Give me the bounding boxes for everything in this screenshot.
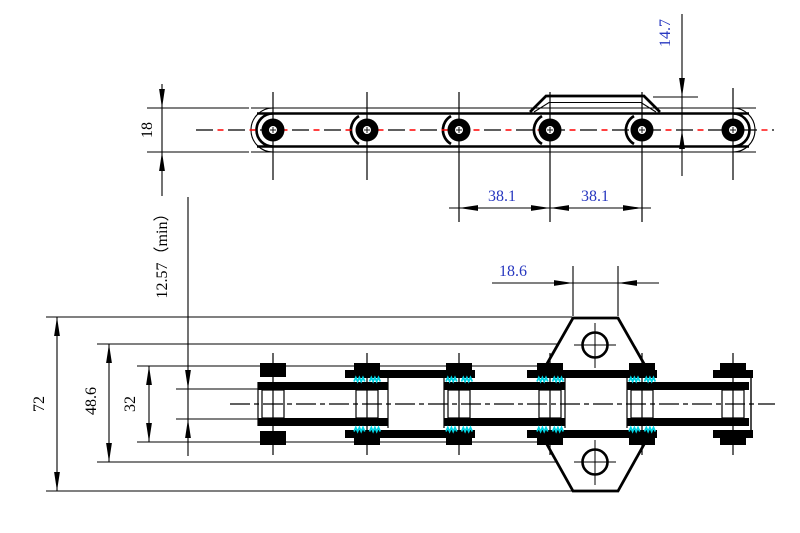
bushing-outline [447, 389, 471, 419]
dimension-arrow [106, 443, 112, 462]
hatch-squiggle [536, 375, 549, 384]
roller [447, 118, 471, 142]
dimension-labels: 18 14.7 38.1 38.1 72 48.6 32 12.57（min） … [31, 19, 674, 415]
dimension-arrow [531, 205, 550, 211]
roller-hatch [445, 375, 474, 434]
roller [538, 118, 562, 142]
bushing-outline [630, 389, 654, 419]
inner-plate-bottom [258, 418, 388, 426]
side-view [196, 88, 774, 222]
pin-head-bottom [354, 431, 380, 445]
roller [355, 118, 379, 142]
pin [629, 353, 655, 455]
hatch-squiggle [445, 375, 458, 384]
hatch-squiggle [353, 425, 366, 434]
pin [537, 353, 563, 455]
roller-hatch [353, 375, 382, 434]
pin-head-top [260, 363, 286, 377]
dim-plate-height-label: 18 [139, 122, 156, 138]
pin-head-top [354, 363, 380, 377]
pin [720, 353, 746, 455]
dim-attachment-top-width-label: 18.6 [499, 263, 527, 280]
hatch-squiggle [368, 375, 382, 384]
dim-pitch-left-label: 38.1 [488, 188, 516, 205]
dimension-arrow [54, 317, 60, 336]
drawing-geometry [46, 14, 775, 493]
bushing-outline [721, 389, 745, 419]
pin [446, 353, 472, 455]
roller-hatch [628, 375, 657, 434]
hatch-squiggle [628, 375, 641, 384]
pin-head-bottom [720, 431, 746, 445]
dimension-arrow [159, 152, 165, 171]
dimension-arrow [146, 423, 152, 442]
dimension-arrow [146, 366, 152, 385]
hatch-squiggle [368, 425, 382, 434]
outer-plate-bottom [527, 430, 657, 438]
pin-head-top [537, 363, 563, 377]
pin-head-bottom [260, 431, 286, 445]
dimension-arrow [554, 280, 573, 286]
hatch-squiggle [551, 375, 565, 384]
dimension-arrow [185, 370, 191, 389]
roller [630, 118, 654, 142]
dimension-arrow [459, 205, 478, 211]
side-view-dimensions [147, 14, 698, 211]
dim-inner-width-min-label: 12.57（min） [153, 206, 171, 299]
dimension-arrow [106, 344, 112, 363]
dimension-arrow [550, 205, 569, 211]
hatch-squiggle [643, 425, 657, 434]
pin-head-top [629, 363, 655, 377]
hatch-squiggle [353, 375, 366, 384]
dimension-arrow [679, 78, 685, 97]
dimension-arrow [54, 472, 60, 491]
inner-plate-bottom [444, 418, 565, 426]
pin-head-top [446, 363, 472, 377]
inner-plate-top [258, 382, 388, 390]
bushing-outline [538, 389, 562, 419]
pin [260, 353, 286, 455]
inner-plate-top [627, 382, 749, 390]
dim-pitch-right-label: 38.1 [581, 188, 609, 205]
dim-attachment-span-label: 72 [31, 396, 48, 412]
attachment-tab-inner-line [533, 101, 657, 113]
roller [721, 118, 745, 142]
hatch-squiggle [460, 375, 474, 384]
hatch-squiggle [536, 425, 549, 434]
bushing-outline [261, 389, 285, 419]
hatch-squiggle [643, 375, 657, 384]
link-plate-arc [532, 114, 543, 146]
pin-head-bottom [537, 431, 563, 445]
outer-plate-top [527, 370, 657, 378]
roller-hatch [536, 375, 565, 434]
inner-plate-top [444, 382, 565, 390]
hatch-squiggle [628, 425, 641, 434]
outer-plate-top [345, 370, 475, 378]
plan-view [46, 197, 775, 493]
dimension-arrow [185, 419, 191, 438]
pin-head-bottom [446, 431, 472, 445]
pin-head-bottom [629, 431, 655, 445]
dimension-arrow [618, 280, 637, 286]
dimension-arrow [679, 130, 685, 149]
hatch-squiggle [445, 425, 458, 434]
attachment-wing-top [539, 316, 652, 374]
inner-plate-bottom [627, 418, 749, 426]
dim-plate-inner-span-label: 32 [122, 396, 139, 412]
hatch-squiggle [460, 425, 474, 434]
outer-plate-bottom [345, 430, 475, 438]
dimension-arrow [623, 205, 642, 211]
dimension-arrow [159, 89, 165, 108]
pin-head-top [720, 363, 746, 377]
roller [261, 118, 285, 142]
pin [354, 353, 380, 455]
bushing-outline [355, 389, 379, 419]
attachment-tab-profile [529, 94, 661, 113]
dim-pin-length-label: 48.6 [83, 387, 100, 415]
hatch-squiggle [551, 425, 565, 434]
left-end-cap-inner [255, 112, 274, 148]
dim-attachment-height-label: 14.7 [657, 19, 674, 47]
